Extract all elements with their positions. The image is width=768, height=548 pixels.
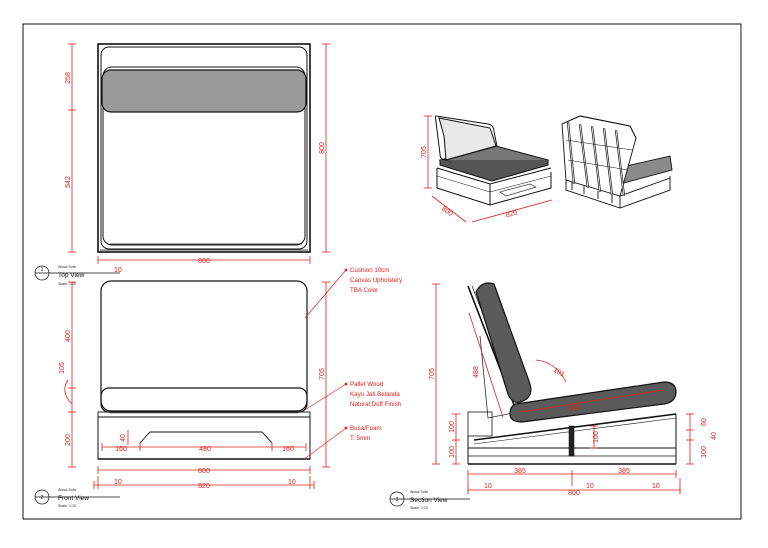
front-dim-160-left: 160	[115, 446, 127, 453]
svg-text:2: 2	[41, 495, 44, 501]
top-view	[97, 43, 311, 253]
front-dim-10-right: 10	[288, 479, 296, 486]
note-cushion-1: Cushion 10cm	[350, 267, 390, 274]
iso-dim-820: 820	[505, 210, 518, 220]
top-dim-800-height: 800	[319, 142, 326, 154]
front-dim-10-left: 10	[114, 479, 122, 486]
note-foam-1: Busa/Foam	[350, 425, 382, 432]
front-back-cushion	[100, 280, 308, 412]
front-dim-480: 480	[199, 446, 211, 453]
svg-text:Wood Sofa: Wood Sofa	[58, 488, 76, 492]
note-foam-2: T: 5mm	[350, 435, 370, 442]
section-dim-angle-101: 101	[552, 367, 566, 379]
section-dim-800: 800	[568, 490, 580, 497]
section-dim-10-b: 10	[586, 483, 594, 490]
note-cushion-2: Canvas Upholstery	[350, 277, 403, 284]
svg-text:Wood Sofa: Wood Sofa	[410, 490, 428, 494]
front-dim-800: 800	[198, 468, 210, 475]
svg-text:Scale: 1:10: Scale: 1:10	[410, 506, 428, 510]
section-dim-385-left: 385	[514, 468, 526, 475]
svg-text:3: 3	[396, 497, 399, 503]
section-seat-cushion	[509, 381, 677, 423]
svg-text:Scale: 1:10: Scale: 1:10	[58, 504, 76, 508]
front-view-label: 2 Wood Sofa Front View Scale: 1:10	[34, 488, 120, 508]
section-view-title: Section View	[410, 497, 448, 504]
iso-dim-705: 705	[421, 146, 428, 158]
back-cushion	[101, 69, 307, 113]
iso-dimensions	[424, 115, 553, 223]
section-dimensions	[432, 283, 694, 494]
section-dim-10-a: 10	[484, 483, 492, 490]
sheet-border	[22, 23, 742, 520]
front-dim-160-right: 160	[282, 446, 294, 453]
top-dim-542: 542	[65, 176, 72, 188]
section-dim-100-a: 100	[449, 421, 456, 433]
front-dim-705: 705	[319, 368, 326, 380]
top-view-label: 1 Wood Sofa Top View Scale: 1:10	[34, 265, 120, 286]
front-dim-105: 105	[59, 362, 66, 374]
section-dim-100-c: 100	[593, 431, 600, 443]
note-pallet-2: Kayu Jati Belanda	[350, 391, 400, 398]
section-dim-385-right: 385	[618, 468, 630, 475]
front-view-dimensions	[64, 281, 330, 489]
top-view-title: Top View	[58, 272, 85, 279]
note-pallet-1: Pallet Wood	[350, 381, 384, 388]
note-leaders	[302, 269, 347, 461]
front-view	[97, 280, 311, 460]
iso-dim-800: 800	[440, 206, 454, 219]
front-dim-200: 200	[65, 434, 72, 446]
section-dim-100-b: 100	[449, 446, 456, 458]
svg-text:1: 1	[41, 267, 44, 273]
front-dim-400: 400	[65, 330, 72, 342]
section-back-cushion	[475, 282, 532, 403]
svg-text:Scale: 1:10: Scale: 1:10	[58, 282, 76, 286]
top-dim-10: 10	[114, 267, 122, 274]
top-dim-258: 258	[65, 72, 72, 84]
note-cushion-3: TBA Color	[350, 287, 378, 294]
section-dim-60: 60	[701, 418, 708, 426]
top-view-dimensions	[68, 43, 330, 264]
section-view-label: 3 Wood Sofa Section View Scale: 1:10	[389, 490, 470, 510]
iso-view-front	[435, 115, 552, 206]
section-dim-488: 488	[473, 366, 480, 378]
section-dim-10-c: 10	[652, 483, 660, 490]
iso-view-back	[561, 115, 673, 209]
section-dim-40: 40	[711, 432, 718, 440]
section-dim-705: 705	[429, 368, 436, 380]
front-dim-820: 820	[198, 483, 210, 490]
front-dim-40: 40	[120, 434, 127, 442]
section-dim-800-seat: 800	[569, 404, 582, 413]
note-pallet-3: Natural Doff Finish	[350, 401, 402, 408]
section-dim-100-d: 100	[701, 446, 708, 458]
front-view-title: Front View	[58, 495, 89, 502]
section-view	[467, 282, 677, 465]
top-dim-800-width: 800	[198, 258, 210, 265]
svg-text:Wood Sofa: Wood Sofa	[58, 265, 76, 269]
front-seat-cushion	[100, 387, 308, 413]
